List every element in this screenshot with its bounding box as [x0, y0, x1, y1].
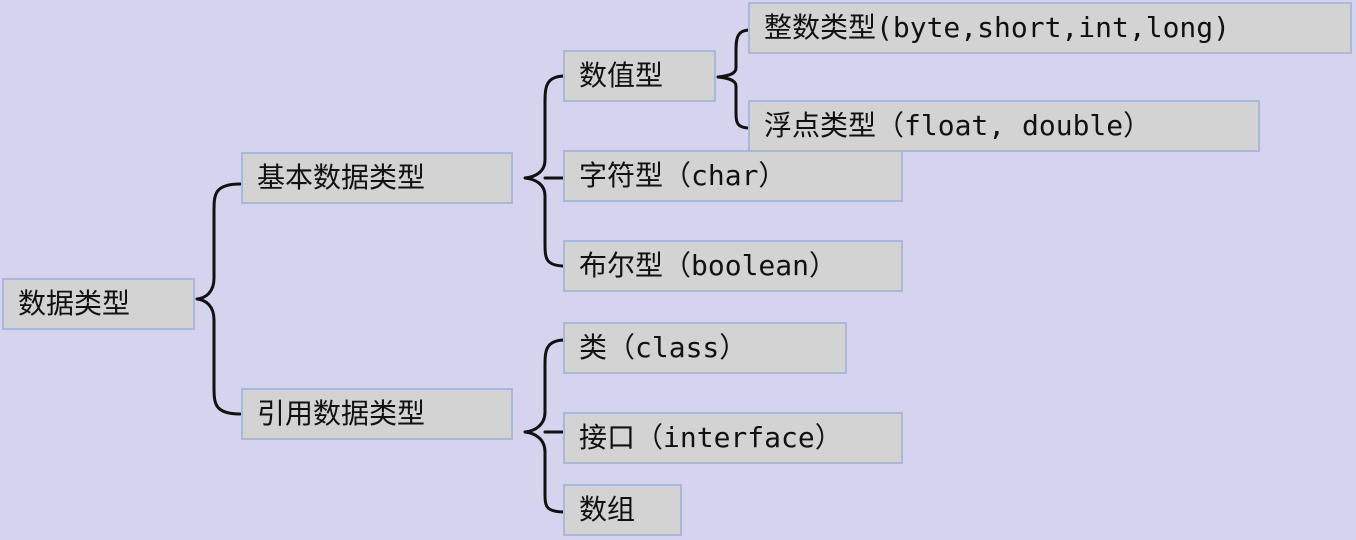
node-root: 数据类型 — [2, 278, 195, 330]
numeric-brace — [716, 28, 752, 130]
root-brace — [195, 182, 242, 416]
node-boolean: 布尔型（boolean） — [563, 240, 903, 292]
node-numeric: 数值型 — [563, 50, 716, 102]
node-class: 类（class） — [563, 322, 847, 374]
node-char: 字符型（char） — [563, 150, 903, 202]
node-reference-types: 引用数据类型 — [241, 388, 513, 440]
node-integer: 整数类型(byte,short,int,long) — [748, 2, 1352, 54]
node-primitive-types: 基本数据类型 — [241, 152, 513, 204]
reference-brace — [523, 338, 567, 514]
node-interface: 接口（interface） — [563, 412, 903, 464]
primitive-brace — [523, 74, 567, 268]
node-array: 数组 — [563, 484, 682, 536]
node-float: 浮点类型（float, double） — [748, 100, 1260, 152]
